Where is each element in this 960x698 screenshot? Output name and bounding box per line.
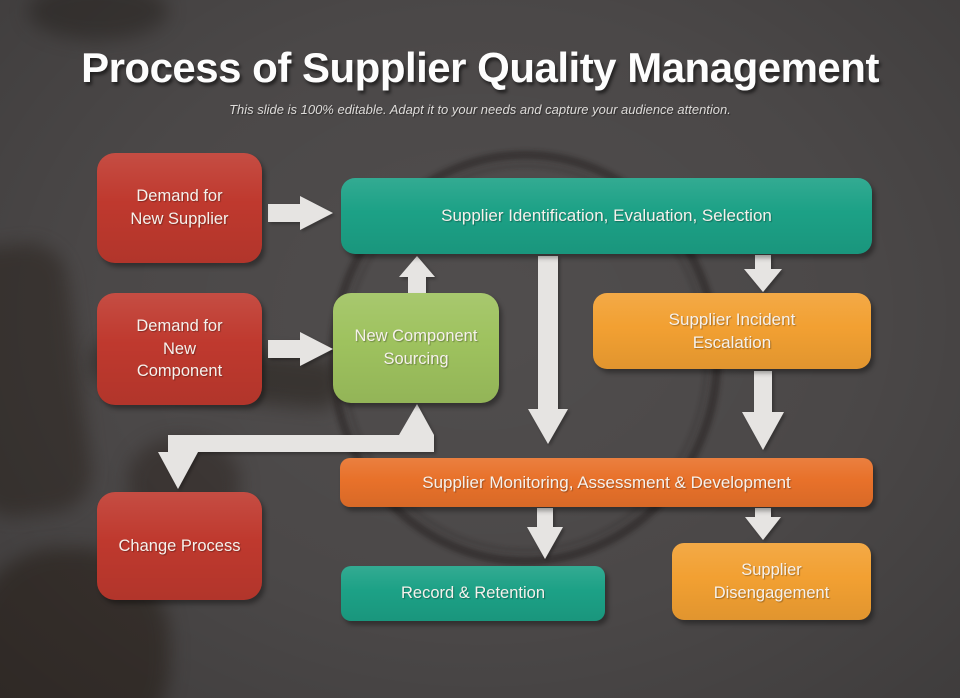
node-label: New Component Sourcing [354,327,478,368]
arrow-identification-to-monitoring [528,256,568,444]
node-label: Supplier Monitoring, Assessment & Develo… [422,472,791,492]
arrow-component-demand-to-sourcing [268,332,333,366]
arrow-monitoring-to-record [527,508,563,559]
node-label: Demand for New Supplier [130,187,229,228]
arrow-supplier-demand-to-identification [268,196,333,230]
arrow-change-process-loop [158,404,434,489]
node-label: Record & Retention [401,584,545,603]
node-new-component-sourcing[interactable]: New Component Sourcing [333,293,499,403]
arrow-identification-to-incident [744,255,782,292]
node-change-process[interactable]: Change Process [97,492,262,600]
node-label: Supplier Incident Escalation [668,309,796,352]
node-label: Change Process [118,536,241,555]
arrow-incident-to-monitoring [742,371,784,450]
arrow-sourcing-to-identification [399,256,435,293]
node-label: Supplier Identification, Evaluation, Sel… [441,206,772,226]
node-label: Demand for New Component [136,316,223,381]
node-demand-new-supplier[interactable]: Demand for New Supplier [97,153,262,263]
slide-title: Process of Supplier Quality Management [81,44,879,91]
node-supplier-identification[interactable]: Supplier Identification, Evaluation, Sel… [341,178,872,254]
slide-subtitle: This slide is 100% editable. Adapt it to… [229,102,731,117]
arrow-monitoring-to-disengagement [745,508,781,540]
node-supplier-monitoring[interactable]: Supplier Monitoring, Assessment & Develo… [340,458,873,507]
node-supplier-disengagement[interactable]: Supplier Disengagement [672,543,871,620]
node-record-retention[interactable]: Record & Retention [341,566,605,621]
node-supplier-incident-escalation[interactable]: Supplier Incident Escalation [593,293,871,369]
node-demand-new-component[interactable]: Demand for New Component [97,293,262,405]
node-label: Supplier Disengagement [713,560,830,602]
